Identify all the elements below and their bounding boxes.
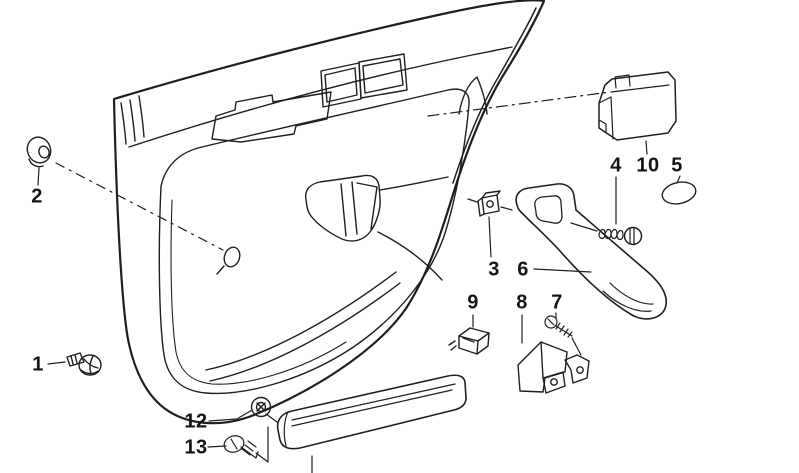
part-label-2: 2 xyxy=(31,185,43,208)
grommet-cap-icon xyxy=(26,136,52,168)
spring-screw-icon xyxy=(598,226,643,246)
part-label-3: 3 xyxy=(488,258,500,281)
ashtray-insert-icon xyxy=(598,71,677,141)
part-label-12: 12 xyxy=(184,410,208,433)
leader-lines xyxy=(37,91,681,473)
part-label-13: 13 xyxy=(184,436,208,459)
armrest-pull-cup xyxy=(304,174,449,281)
part-label-1: 1 xyxy=(32,353,44,376)
sill-band-cutouts xyxy=(211,53,408,143)
washer-grommet-icon xyxy=(250,396,272,418)
oval-cover-icon xyxy=(661,181,697,205)
door-pull-handle-icon xyxy=(515,183,668,320)
part-label-8: 8 xyxy=(516,291,528,314)
bracket-icon xyxy=(517,341,590,394)
door-trim-panel-outline xyxy=(112,0,546,425)
part-label-6: 6 xyxy=(517,258,529,281)
screw-icon-part13 xyxy=(223,435,259,459)
part-label-10: 10 xyxy=(636,154,660,177)
part-label-7: 7 xyxy=(551,291,563,314)
screw-icon-part7 xyxy=(544,315,573,338)
part-label-9: 9 xyxy=(467,291,479,314)
part-label-5: 5 xyxy=(671,154,683,177)
panel-screw-hole xyxy=(216,246,241,275)
clip-icon xyxy=(448,327,490,355)
part-label-4: 4 xyxy=(610,154,622,177)
screw-icon-part1 xyxy=(66,352,102,376)
clip-nut-icon xyxy=(477,190,501,217)
pocket-handle-strip xyxy=(276,374,467,450)
inner-panel-contours xyxy=(158,76,488,395)
